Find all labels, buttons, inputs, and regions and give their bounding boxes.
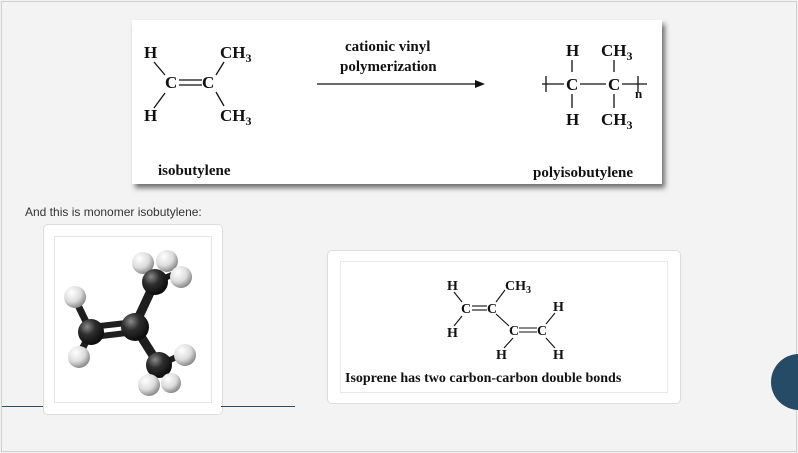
hydrogen-atom: [170, 266, 192, 288]
atom-ch3: CH3: [220, 43, 252, 65]
hydrogen-atom: [138, 374, 160, 396]
hydrogen-atom: [156, 250, 178, 272]
atom-c: C: [202, 73, 214, 92]
atom-c: C: [537, 324, 547, 339]
carbon-atom: [78, 319, 104, 345]
hydrogen-atom: [174, 344, 196, 366]
atom-h: H: [447, 279, 458, 294]
atom-h: H: [144, 106, 157, 125]
atom-c: C: [608, 75, 620, 94]
arrow-label-line1: cationic vinyl: [345, 39, 430, 55]
atom-c: C: [487, 302, 497, 317]
monomer-caption: And this is monomer isobutylene:: [25, 205, 202, 219]
divider-line: [2, 406, 43, 407]
carbon-atom: [142, 269, 168, 295]
reaction-diagram: H H C C CH3 CH3 isobutylene cationic vin…: [144, 39, 647, 181]
divider-line: [221, 406, 295, 407]
repeat-n: n: [635, 86, 643, 101]
atom-c: C: [461, 302, 471, 317]
isobutylene-3d-model: [64, 250, 196, 396]
polyisobutylene-structure: H CH3 C C H CH3 n: [566, 41, 643, 132]
isoprene-structure: H H C C CH3 C C H H H: [447, 279, 564, 363]
atom-h: H: [447, 326, 458, 341]
reaction-figure: H H C C CH3 CH3 isobutylene cationic vin…: [132, 20, 662, 184]
hydrogen-atom: [68, 346, 90, 368]
isobutylene-bonds: [153, 61, 225, 109]
atom-h: H: [566, 41, 579, 60]
arrow-head: [475, 80, 485, 88]
model-atoms: [64, 250, 196, 396]
isoprene-diagram: H H C C CH3 C C H H H: [345, 279, 622, 386]
carbon-atom: [146, 352, 172, 378]
isoprene-bonds: [453, 289, 556, 349]
arrow-label-line2: polymerization: [340, 59, 437, 75]
hydrogen-atom: [161, 373, 181, 393]
reactant-label: isobutylene: [158, 163, 231, 179]
atom-h: H: [496, 348, 507, 363]
atom-c: C: [509, 324, 519, 339]
product-label: polyisobutylene: [533, 165, 633, 181]
atom-h: H: [553, 300, 564, 315]
atom-c: C: [566, 75, 578, 94]
atom-ch3: CH3: [505, 279, 531, 296]
carbon-atom: [121, 313, 149, 341]
atom-c: C: [165, 73, 177, 92]
atom-ch3: CH3: [601, 41, 633, 63]
isoprene-figure: H H C C CH3 C C H H H: [340, 261, 668, 393]
atom-ch3: CH3: [220, 106, 252, 128]
ball-stick-frame: [54, 236, 212, 403]
isoprene-card: H H C C CH3 C C H H H: [327, 250, 681, 404]
isobutylene-structure: H H C C CH3 CH3: [144, 43, 252, 128]
atom-ch3: CH3: [601, 110, 633, 132]
polyisobutylene-bonds: [542, 60, 647, 108]
atom-h: H: [553, 348, 564, 363]
hydrogen-atom: [132, 252, 154, 274]
atom-h: H: [566, 110, 579, 129]
hydrogen-atom: [64, 286, 86, 308]
isoprene-caption: Isoprene has two carbon-carbon double bo…: [345, 371, 622, 386]
ball-stick-card: [43, 224, 223, 415]
atom-h: H: [144, 43, 157, 62]
